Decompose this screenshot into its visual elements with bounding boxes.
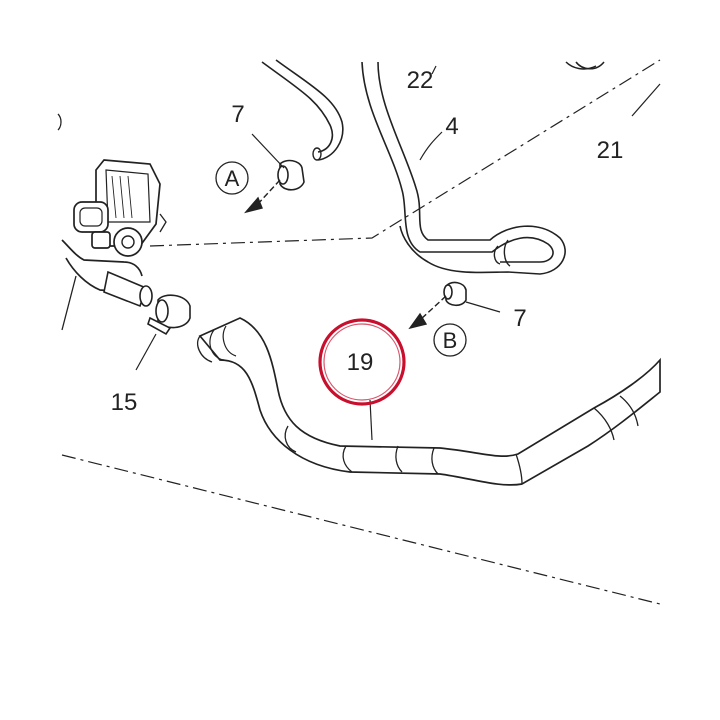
callout-pipe-21: 21 [597, 137, 624, 164]
view-marker-a-label: A [225, 166, 240, 191]
small-pipe-upper [261, 59, 344, 161]
hose-clamp-top-part [277, 159, 305, 191]
callout-hose-4: 4 [445, 113, 458, 140]
clamp-15-part [147, 294, 191, 336]
reference-line-lower [61, 454, 661, 605]
highlight-callout-19[interactable]: 19 [318, 318, 406, 406]
callout-highlighted-hose: 19 [347, 349, 374, 376]
leader-lines [135, 65, 661, 441]
left-edge-mark [57, 113, 62, 131]
view-marker-b: B [433, 323, 467, 357]
hose-19-part [196, 317, 661, 486]
valve-component [61, 159, 167, 331]
view-marker-a: A [215, 161, 249, 195]
callout-hose-clamp-bottom: 7 [513, 305, 526, 332]
direction-arrows [244, 179, 447, 330]
view-marker-b-label: B [443, 328, 458, 353]
connector-pipe [103, 270, 153, 308]
callout-clamp-15: 15 [111, 389, 138, 416]
hose-4-assembly [361, 61, 566, 275]
hose-clamp-bottom-part [443, 281, 467, 307]
callout-hose-clamp-top: 7 [231, 101, 244, 128]
arrow-b [419, 295, 447, 321]
reference-lines [61, 59, 661, 605]
reference-line-upper [149, 59, 661, 247]
top-right-fragment [565, 61, 605, 70]
callout-pipe-22: 22 [407, 67, 434, 94]
